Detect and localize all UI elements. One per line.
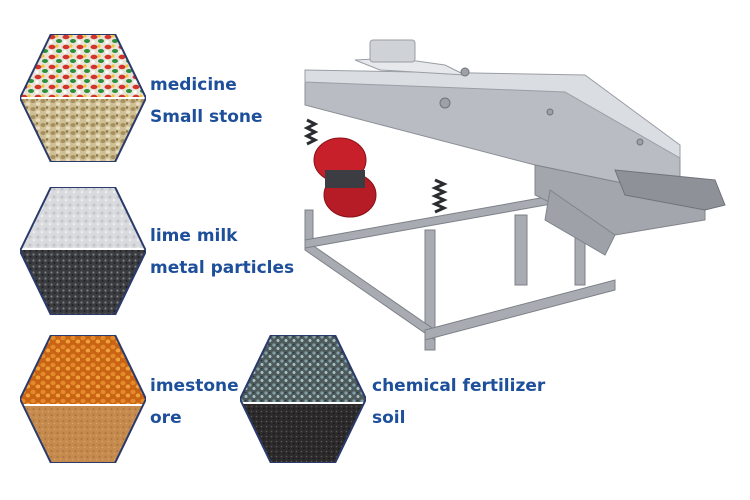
lime-milk-sample [20, 187, 146, 249]
label-limestone: imestone [150, 376, 239, 396]
label-soil: soil [372, 408, 406, 428]
support-springs [303, 118, 448, 214]
soil-sample [240, 403, 366, 463]
label-metal-particles: metal particles [150, 258, 295, 278]
hex-lime-milk-metal-particles [20, 187, 146, 315]
label-lime-milk: lime milk [150, 226, 238, 246]
label-chemical-fertilizer: chemical fertilizer [372, 376, 546, 396]
small-stone-sample [20, 98, 146, 162]
hex-chemical-fertilizer-soil [240, 335, 366, 463]
screen-box [304, 39, 726, 256]
top-bolts [439, 67, 644, 146]
hex-limestone-ore [20, 335, 146, 463]
linear-vibrating-screen-machine [285, 30, 735, 365]
metal-particles-sample [20, 249, 146, 315]
medicine-sample [20, 34, 146, 98]
hex-medicine-small-stone [20, 34, 146, 162]
limestone-sample [20, 335, 146, 405]
label-small-stone: Small stone [150, 107, 263, 127]
label-medicine: medicine [150, 75, 237, 95]
vibration-motor [313, 137, 377, 218]
ore-sample [20, 405, 146, 463]
label-ore: ore [150, 408, 182, 428]
base-frame [304, 189, 616, 351]
